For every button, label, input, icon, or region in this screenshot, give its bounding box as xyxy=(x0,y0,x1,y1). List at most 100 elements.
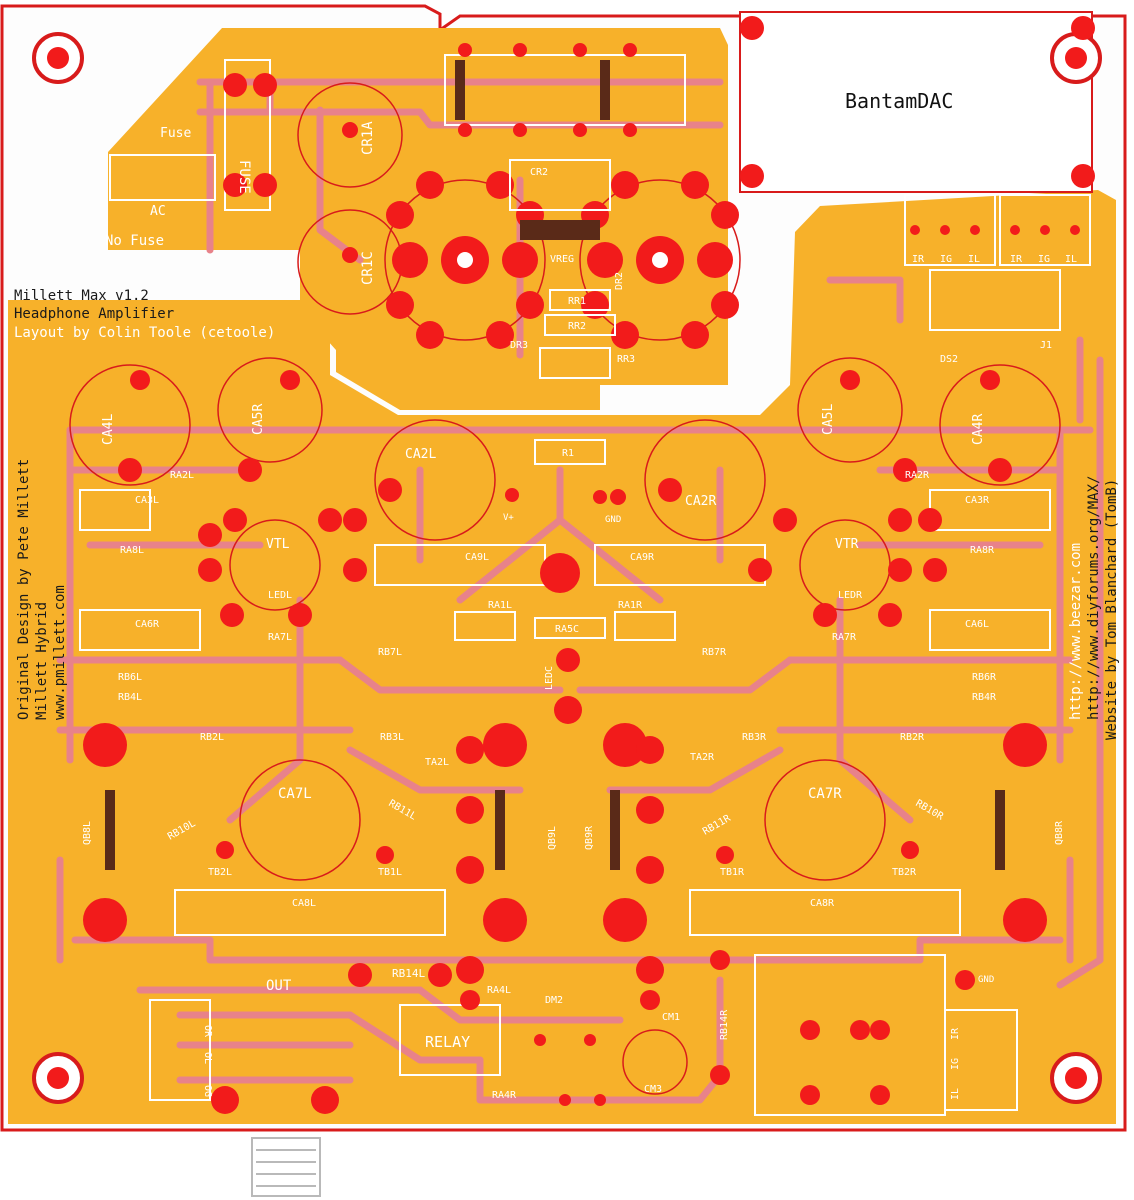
label-rb14l: RB14L xyxy=(392,967,425,980)
pad xyxy=(923,558,947,582)
label-ca5l: CA5L xyxy=(821,404,836,435)
label-relay: RELAY xyxy=(425,1033,470,1051)
pad xyxy=(640,990,660,1010)
pad xyxy=(223,73,247,97)
label-dr2: DR2 xyxy=(614,272,625,290)
credit-left-1: Original Design by Pete Millett xyxy=(16,459,32,720)
pad xyxy=(505,488,519,502)
label-dm2: DM2 xyxy=(545,995,563,1006)
label-vtl: VTL xyxy=(266,537,290,552)
label-il3: IL xyxy=(950,1088,961,1100)
pad xyxy=(198,523,222,547)
label-no-fuse: No Fuse xyxy=(105,233,164,249)
label-ra2r: RA2R xyxy=(905,470,930,481)
pad xyxy=(603,723,647,767)
pad xyxy=(223,173,247,197)
pad xyxy=(130,370,150,390)
label-ra4l: RA4L xyxy=(487,985,511,996)
label-rb7r: RB7R xyxy=(702,647,727,658)
credit-left-3: www.pmillett.com xyxy=(52,585,68,720)
pad xyxy=(311,1086,339,1114)
pad xyxy=(513,123,527,137)
label-ca3l: CA3L xyxy=(135,495,159,506)
pad xyxy=(623,123,637,137)
label-qb8l: QB8L xyxy=(82,821,93,845)
tube-socket-right xyxy=(579,171,741,349)
pad xyxy=(238,458,262,482)
pad xyxy=(594,1094,606,1106)
pad xyxy=(710,1065,730,1085)
pad xyxy=(456,796,484,824)
pad xyxy=(556,648,580,672)
label-rb2r: RB2R xyxy=(900,732,925,743)
pad xyxy=(800,1020,820,1040)
label-vreg: VREG xyxy=(550,254,574,265)
pad xyxy=(893,458,917,482)
label-rr1: RR1 xyxy=(568,296,586,307)
pad xyxy=(955,970,975,990)
pad xyxy=(343,558,367,582)
label-ir1: IR xyxy=(912,254,925,265)
label-rb3l: RB3L xyxy=(380,732,404,743)
label-ra8l: RA8L xyxy=(120,545,144,556)
label-ledc: LEDC xyxy=(544,666,555,690)
pad xyxy=(223,508,247,532)
label-il2: IL xyxy=(1065,254,1077,265)
pad xyxy=(980,370,1000,390)
label-rb2l: RB2L xyxy=(200,732,224,743)
bantam-dac-label: BantamDAC xyxy=(845,89,953,113)
pad xyxy=(1010,225,1020,235)
pad xyxy=(280,370,300,390)
pad xyxy=(1071,164,1095,188)
label-ds2: DS2 xyxy=(940,354,958,365)
credit-right-1: http://www.beezar.com xyxy=(1068,543,1084,720)
pad xyxy=(343,508,367,532)
pad xyxy=(658,478,682,502)
title-line-2: Headphone Amplifier xyxy=(14,306,174,322)
label-ca8r: CA8R xyxy=(810,898,835,909)
label-ig2: IG xyxy=(1038,254,1050,265)
pad xyxy=(603,898,647,942)
pad xyxy=(716,846,734,864)
label-gnd2: GND xyxy=(978,975,994,985)
pad xyxy=(1003,723,1047,767)
pad xyxy=(710,950,730,970)
label-cm1: CM1 xyxy=(662,1012,680,1023)
pad xyxy=(456,736,484,764)
pad xyxy=(800,1085,820,1105)
pad xyxy=(1003,898,1047,942)
credits-right: http://www.beezar.com http://www.diyforu… xyxy=(1068,476,1120,740)
label-tb1l: TB1L xyxy=(378,867,402,878)
pad xyxy=(458,123,472,137)
label-ra2l: RA2L xyxy=(170,470,194,481)
credit-right-3: Website by Tom Blanchard (TomB) xyxy=(1104,479,1120,740)
pad xyxy=(376,846,394,864)
title-line-3: Layout by Colin Toole (cetoole) xyxy=(14,325,275,341)
label-rb14r: RB14R xyxy=(719,1009,730,1040)
pad xyxy=(378,478,402,502)
title-block: Millett Max v1.2 Headphone Amplifier Lay… xyxy=(14,288,275,341)
pad xyxy=(910,225,920,235)
label-rb3r: RB3R xyxy=(742,732,767,743)
pad xyxy=(83,723,127,767)
pad xyxy=(813,603,837,627)
label-ca5r: CA5R xyxy=(251,404,266,435)
pad xyxy=(888,508,912,532)
label-ledr: LEDR xyxy=(838,590,863,601)
mounting-hole xyxy=(1050,32,1102,84)
pad xyxy=(456,856,484,884)
label-rb7l: RB7L xyxy=(378,647,402,658)
label-ca6l: CA6L xyxy=(965,619,989,630)
mounting-hole xyxy=(1050,1052,1102,1104)
pad xyxy=(636,856,664,884)
pad xyxy=(534,1034,546,1046)
title-line-1: Millett Max v1.2 xyxy=(14,288,149,304)
label-ca9l: CA9L xyxy=(465,552,489,563)
label-rb6r: RB6R xyxy=(972,672,997,683)
label-j1: J1 xyxy=(1040,340,1052,351)
label-cr2: CR2 xyxy=(530,167,548,178)
pad xyxy=(460,990,480,1010)
pad xyxy=(748,558,772,582)
pad xyxy=(573,43,587,57)
